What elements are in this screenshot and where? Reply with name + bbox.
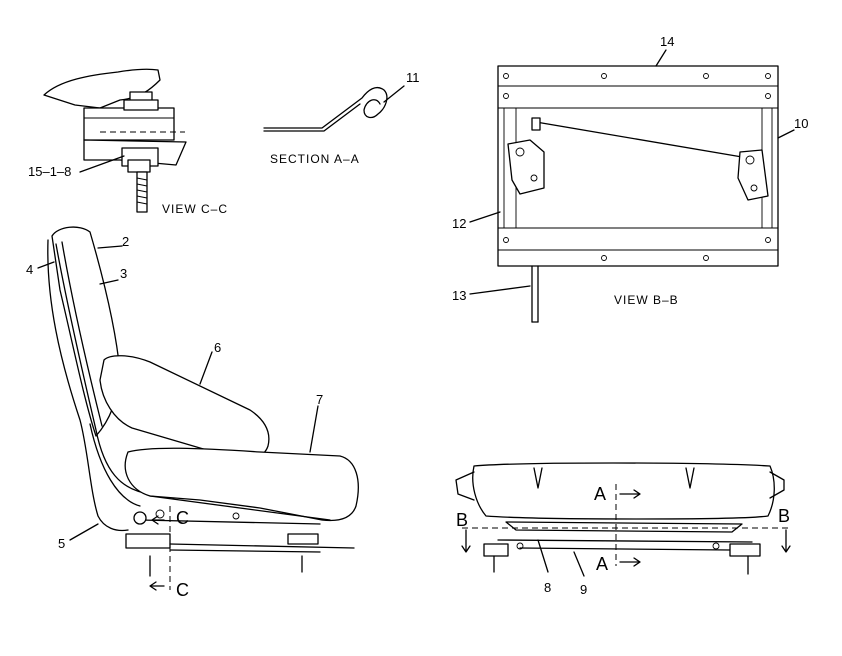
- callout-7: 7: [316, 392, 323, 407]
- seat-front-view: [455, 462, 791, 577]
- section-marker-c-lower: C: [176, 580, 189, 600]
- seat-side-view: [37, 226, 359, 591]
- callout-15-1-8: 15–1–8: [28, 164, 71, 179]
- callout-9: 9: [580, 582, 587, 597]
- view-cc-detail: [43, 68, 187, 213]
- section-marker-b-left: B: [456, 510, 468, 530]
- callout-10: 10: [794, 116, 808, 131]
- view-cc-label: VIEW C–C: [162, 202, 228, 216]
- callout-6: 6: [214, 340, 221, 355]
- callout-13: 13: [452, 288, 466, 303]
- callout-14: 14: [660, 34, 674, 49]
- callout-3: 3: [120, 266, 127, 281]
- callout-5: 5: [58, 536, 65, 551]
- view-bb-detail: [469, 49, 795, 323]
- view-bb-label: VIEW B–B: [614, 293, 679, 307]
- section-aa-detail: [263, 85, 405, 132]
- section-marker-b-right: B: [778, 506, 790, 526]
- section-marker-c-upper: C: [176, 508, 189, 528]
- callout-8: 8: [544, 580, 551, 595]
- callout-2: 2: [122, 234, 129, 249]
- callout-11: 11: [406, 70, 420, 85]
- callout-4: 4: [26, 262, 33, 277]
- callout-12: 12: [452, 216, 466, 231]
- section-marker-a-lower: A: [596, 554, 608, 574]
- section-marker-a-upper: A: [594, 484, 606, 504]
- section-aa-label: SECTION A–A: [270, 152, 360, 166]
